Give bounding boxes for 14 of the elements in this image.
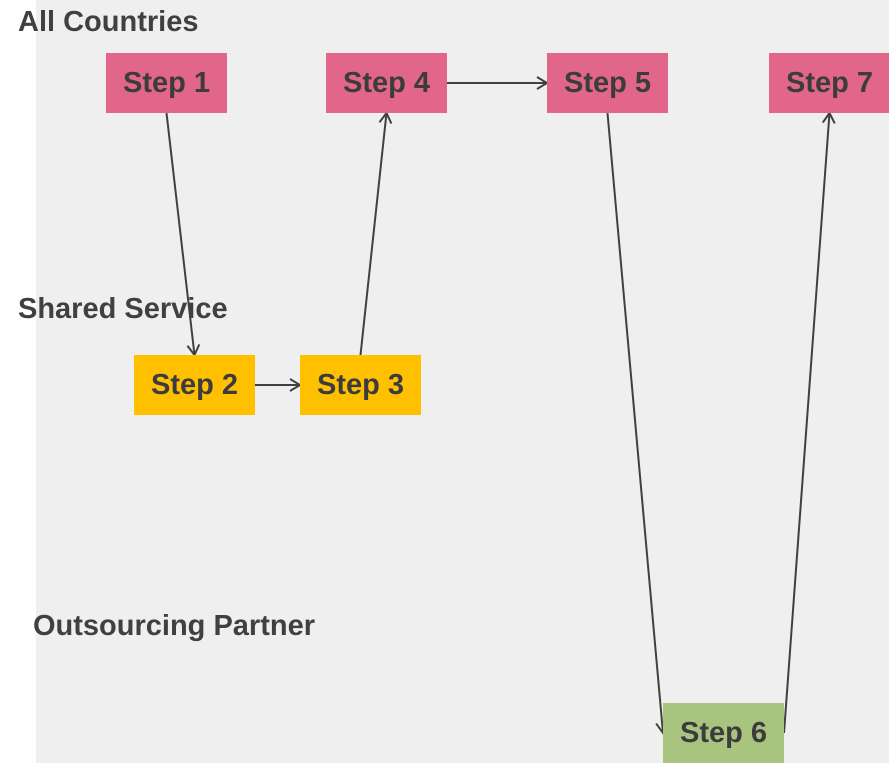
step-box: Step 5 [547, 53, 668, 113]
arrow [166, 112, 200, 356]
step-box: Step 3 [300, 355, 421, 415]
lane-title: All Countries [18, 6, 198, 39]
step-box: Step 4 [326, 53, 447, 113]
arrow [783, 112, 836, 734]
step-box: Step 2 [134, 355, 255, 415]
arrow [255, 378, 301, 392]
arrow [360, 112, 392, 356]
step-box: Step 7 [769, 53, 889, 113]
arrow [447, 76, 548, 90]
step-box: Step 6 [663, 703, 784, 763]
step-box: Step 1 [106, 53, 227, 113]
lane-title: Outsourcing Partner [33, 610, 315, 643]
